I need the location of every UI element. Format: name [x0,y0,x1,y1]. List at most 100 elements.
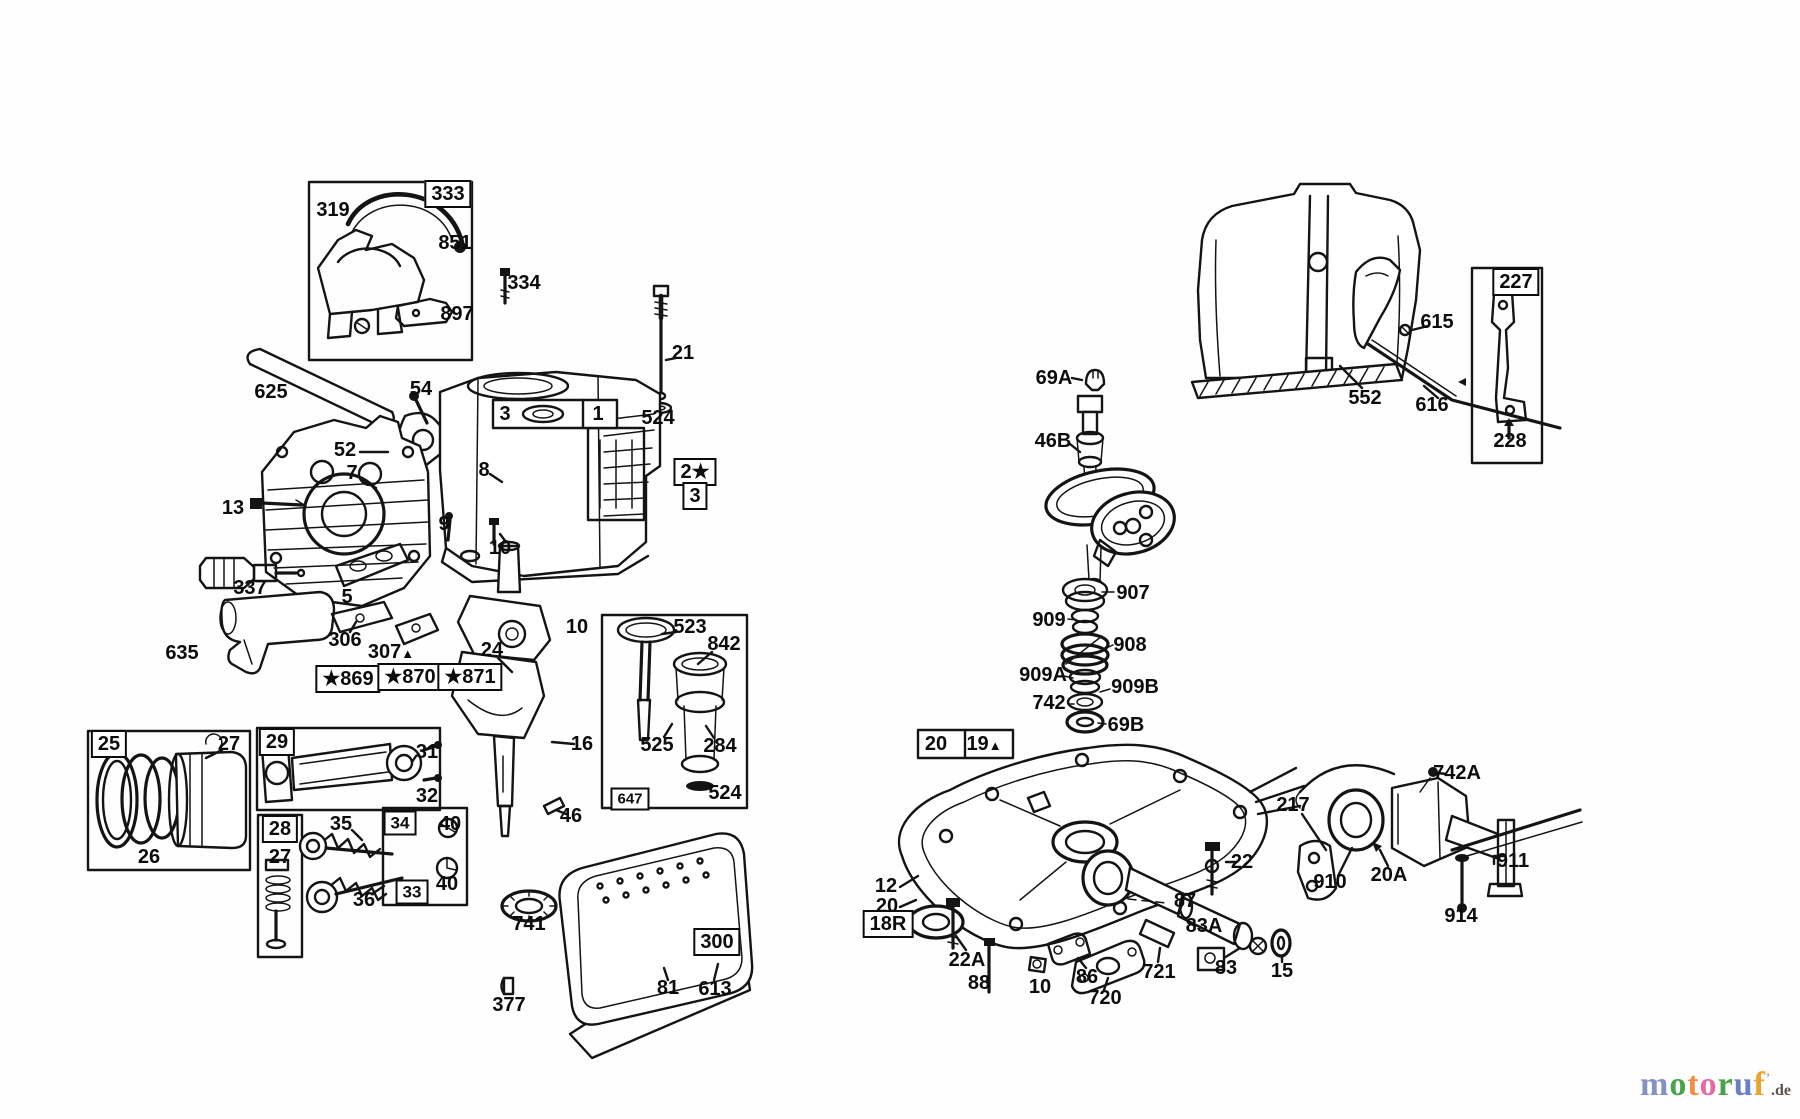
part-label-20A: 20A [1370,864,1408,886]
dipstick-box-647-drawing [600,613,749,810]
part-label-616: 616 [1415,394,1449,416]
part-label-552: 552 [1348,387,1382,409]
motoruf-watermark: motoruf’.de [1640,1066,1791,1104]
part-label-40: 40 [435,873,459,895]
part-label-741: 741 [512,913,546,935]
part-label-525: 525 [640,734,674,756]
part-label-307: 307▲ [367,641,415,663]
part-label-21: 21 [671,342,695,364]
part-label-29: 29 [258,728,296,756]
throttle-control-615-616-drawing [1352,256,1562,430]
screw-334-drawing [500,268,510,305]
part-label-20: 20 [924,733,948,755]
tappet-covers-306-307-drawing [330,600,440,646]
part-label-28: 28 [261,815,299,843]
key-377-drawing [500,976,515,996]
valve-spring-stack-drawing [1060,577,1115,734]
part-label-18R: 18R [862,910,914,938]
part-label-star870: ★870 [377,663,443,691]
valve-hardware-box-34-33-drawing [298,806,469,914]
sump-label-box-drawing [916,728,1015,760]
part-label-27: 27 [268,846,292,868]
part-label-1: 1 [592,403,604,425]
part-label-54: 54 [409,378,433,400]
part-label-284: 284 [703,735,737,757]
part-label-897: 897 [440,303,474,325]
bolt-22-drawing [1205,842,1220,896]
part-label-721: 721 [1142,961,1176,983]
part-label-87: 87 [1173,890,1197,912]
part-label-8: 8 [478,459,490,481]
part-label-306: 306 [328,629,362,651]
part-label-377: 377 [492,994,526,1016]
governor-bracket-drawing [1295,764,1583,913]
part-label-81: 81 [656,977,680,999]
part-label-334: 334 [507,272,541,294]
part-label-69A: 69A [1035,367,1073,389]
part-label-46: 46 [559,805,583,827]
part-label-524: 524 [641,407,675,429]
woodruff-key-69A-drawing [1084,368,1106,392]
part-label-25: 25 [90,730,128,758]
part-label-333: 333 [424,180,472,208]
watermark-letter: t [1687,1066,1700,1103]
part-label-40: 40 [438,813,462,835]
part-label-907: 907 [1116,582,1150,604]
bolt-13-drawing [250,498,307,509]
part-label-star869: ★869 [315,665,381,693]
part-label-909A: 909A [1019,664,1067,686]
part-label-337: 337 [233,577,267,599]
motoruf-trademark-mark: ’ [1766,1070,1771,1084]
part-label-908: 908 [1113,634,1147,656]
part-label-720: 720 [1088,987,1122,1009]
part-label-910: 910 [1313,871,1347,893]
part-label-909B: 909B [1111,676,1159,698]
part-label-24: 24 [480,639,504,661]
part-label-842: 842 [707,633,741,655]
part-label-615: 615 [1420,311,1454,333]
part-label-88: 88 [967,972,991,994]
part-label-10: 10 [488,537,512,559]
part-label-83: 83 [1214,957,1238,979]
part-label-742: 742 [1032,692,1066,714]
part-label-524: 524 [708,782,742,804]
pto-shaft-drawing [1081,849,1268,972]
part-label-9: 9 [438,513,450,535]
part-label-10: 10 [1028,976,1052,998]
part-label-26: 26 [137,846,161,868]
part-label-15: 15 [1270,960,1294,982]
part-label-35: 35 [329,813,353,835]
piston-rings-box-25-drawing [86,729,252,872]
part-label-742A: 742A [1433,762,1481,784]
part-label-32: 32 [415,785,439,807]
part-label-523: 523 [673,616,707,638]
part-label-300: 300 [693,928,741,956]
watermark-letter: f [1753,1066,1766,1103]
bracket-86-gasket-720-drawing [1046,932,1146,995]
part-label-227: 227 [1492,268,1540,296]
part-label-star871: ★871 [437,663,503,691]
watermark-letter: r [1717,1066,1734,1103]
part-label-3: 3 [682,482,708,510]
part-label-13: 13 [221,497,245,519]
plug-boot-635-drawing [219,590,336,675]
part-label-647: 647 [610,787,650,811]
part-label-914: 914 [1444,905,1478,927]
part-label-34: 34 [383,810,417,836]
nut-10-drawing [1027,955,1047,974]
camshaft-46B-drawing [1044,394,1176,589]
part-label-909: 909 [1032,609,1066,631]
part-label-31: 31 [415,741,439,763]
cylinder-head-drawing [260,414,432,608]
part-label-613: 613 [698,978,732,1000]
part-label-12: 12 [874,875,898,897]
part-label-46B: 46B [1034,430,1072,452]
part-label-635: 635 [165,642,199,664]
part-label-228: 228 [1493,430,1527,452]
part-label-319: 319 [316,199,350,221]
muffler-body-drawing [558,832,754,1026]
part-label-3: 3 [499,403,511,425]
